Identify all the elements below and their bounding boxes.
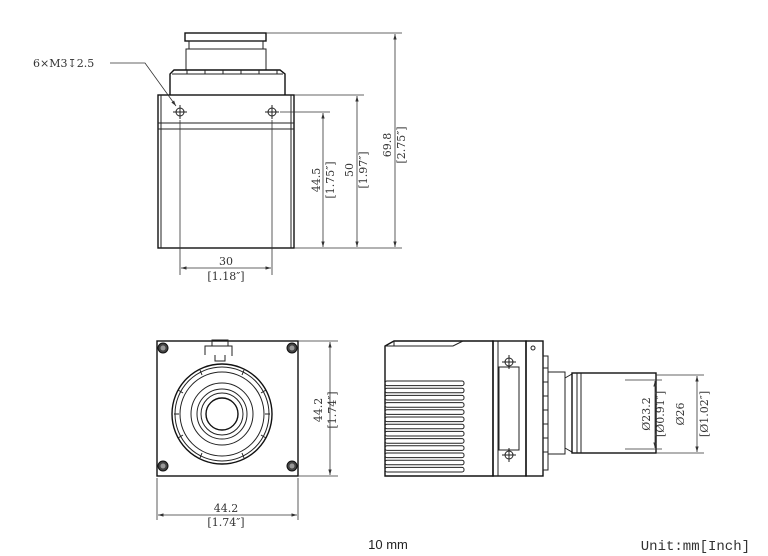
side-dim-outer-dia-in: [Ø1.02″] bbox=[698, 391, 711, 437]
side-connector bbox=[498, 366, 520, 451]
lens-neck bbox=[547, 371, 566, 455]
camera-body bbox=[157, 94, 295, 249]
lens-barrel bbox=[185, 48, 267, 71]
dim-hole-spacing: 30 bbox=[219, 255, 233, 268]
front-dim-height-in: [1.74″] bbox=[326, 391, 339, 428]
cooling-fins bbox=[384, 380, 465, 473]
cooling-fin bbox=[384, 409, 465, 415]
side-dim-inner-dia: Ø23.2 bbox=[640, 397, 653, 431]
lens-mount-rings bbox=[171, 363, 273, 465]
cooling-fin bbox=[384, 416, 465, 423]
scale-label: 10 mm bbox=[368, 537, 408, 552]
lens-mount-ring-side bbox=[542, 355, 549, 471]
cooling-fin bbox=[384, 445, 465, 451]
side-dim-outer-dia: Ø26 bbox=[674, 402, 687, 425]
mount-hole-left bbox=[173, 105, 187, 119]
knurl-marks bbox=[172, 70, 283, 75]
dim-body-height-in: [1.97″] bbox=[357, 151, 370, 188]
dim-hole-spacing-in: [1.18″] bbox=[207, 270, 244, 283]
side-hole-top bbox=[502, 355, 516, 369]
front-dim-width: 44.2 bbox=[214, 502, 239, 515]
lens-cap-step bbox=[188, 40, 264, 50]
dim-total-height: 69.8 bbox=[381, 133, 394, 158]
callout-leader bbox=[110, 62, 177, 107]
unit-label: Unit:mm[Inch] bbox=[641, 539, 750, 555]
front-dim-height: 44.2 bbox=[312, 398, 325, 423]
flange-pin bbox=[530, 345, 536, 351]
side-dim-inner-dia-in: [Ø0.91″] bbox=[654, 391, 667, 437]
cooling-fin bbox=[384, 380, 465, 387]
cooling-fin bbox=[384, 394, 465, 401]
cooling-fin bbox=[384, 466, 465, 473]
top-chamfer bbox=[385, 340, 464, 347]
side-body bbox=[384, 340, 494, 477]
dim-body-height: 50 bbox=[343, 163, 356, 177]
thread-callout: 6×M3↧2.5 bbox=[33, 57, 94, 70]
front-view: 44.2 [1.74″] 44.2 [1.74″] bbox=[156, 339, 339, 529]
mount-flange bbox=[525, 340, 544, 477]
lens-lock-tab bbox=[204, 339, 233, 362]
cooling-fin bbox=[384, 423, 465, 430]
lens-cap-top bbox=[184, 32, 267, 42]
top-view: 6×M3↧2.5 30 [1.18″] 44.5 [1.75″] 50 [1.9… bbox=[33, 32, 408, 283]
corner-screws bbox=[157, 342, 298, 472]
cooling-fin bbox=[384, 452, 465, 459]
cooling-fin bbox=[384, 459, 465, 466]
cooling-fin bbox=[384, 438, 465, 444]
dim-hole-height-in: [1.75″] bbox=[324, 161, 337, 198]
dim-hole-height: 44.5 bbox=[310, 168, 323, 193]
side-hole-bottom bbox=[502, 448, 516, 462]
mount-hole-right bbox=[265, 105, 279, 119]
front-dim-width-in: [1.74″] bbox=[207, 516, 244, 529]
cooling-fin bbox=[384, 430, 465, 437]
side-view: Ø23.2 [Ø0.91″] Ø26 [Ø1.02″] bbox=[384, 340, 711, 477]
lens-mount-ring bbox=[169, 69, 286, 95]
cooling-fin bbox=[384, 387, 465, 394]
dim-total-height-in: [2.75″] bbox=[395, 126, 408, 163]
sensor-aperture bbox=[205, 397, 239, 431]
cooling-fin bbox=[384, 402, 465, 408]
